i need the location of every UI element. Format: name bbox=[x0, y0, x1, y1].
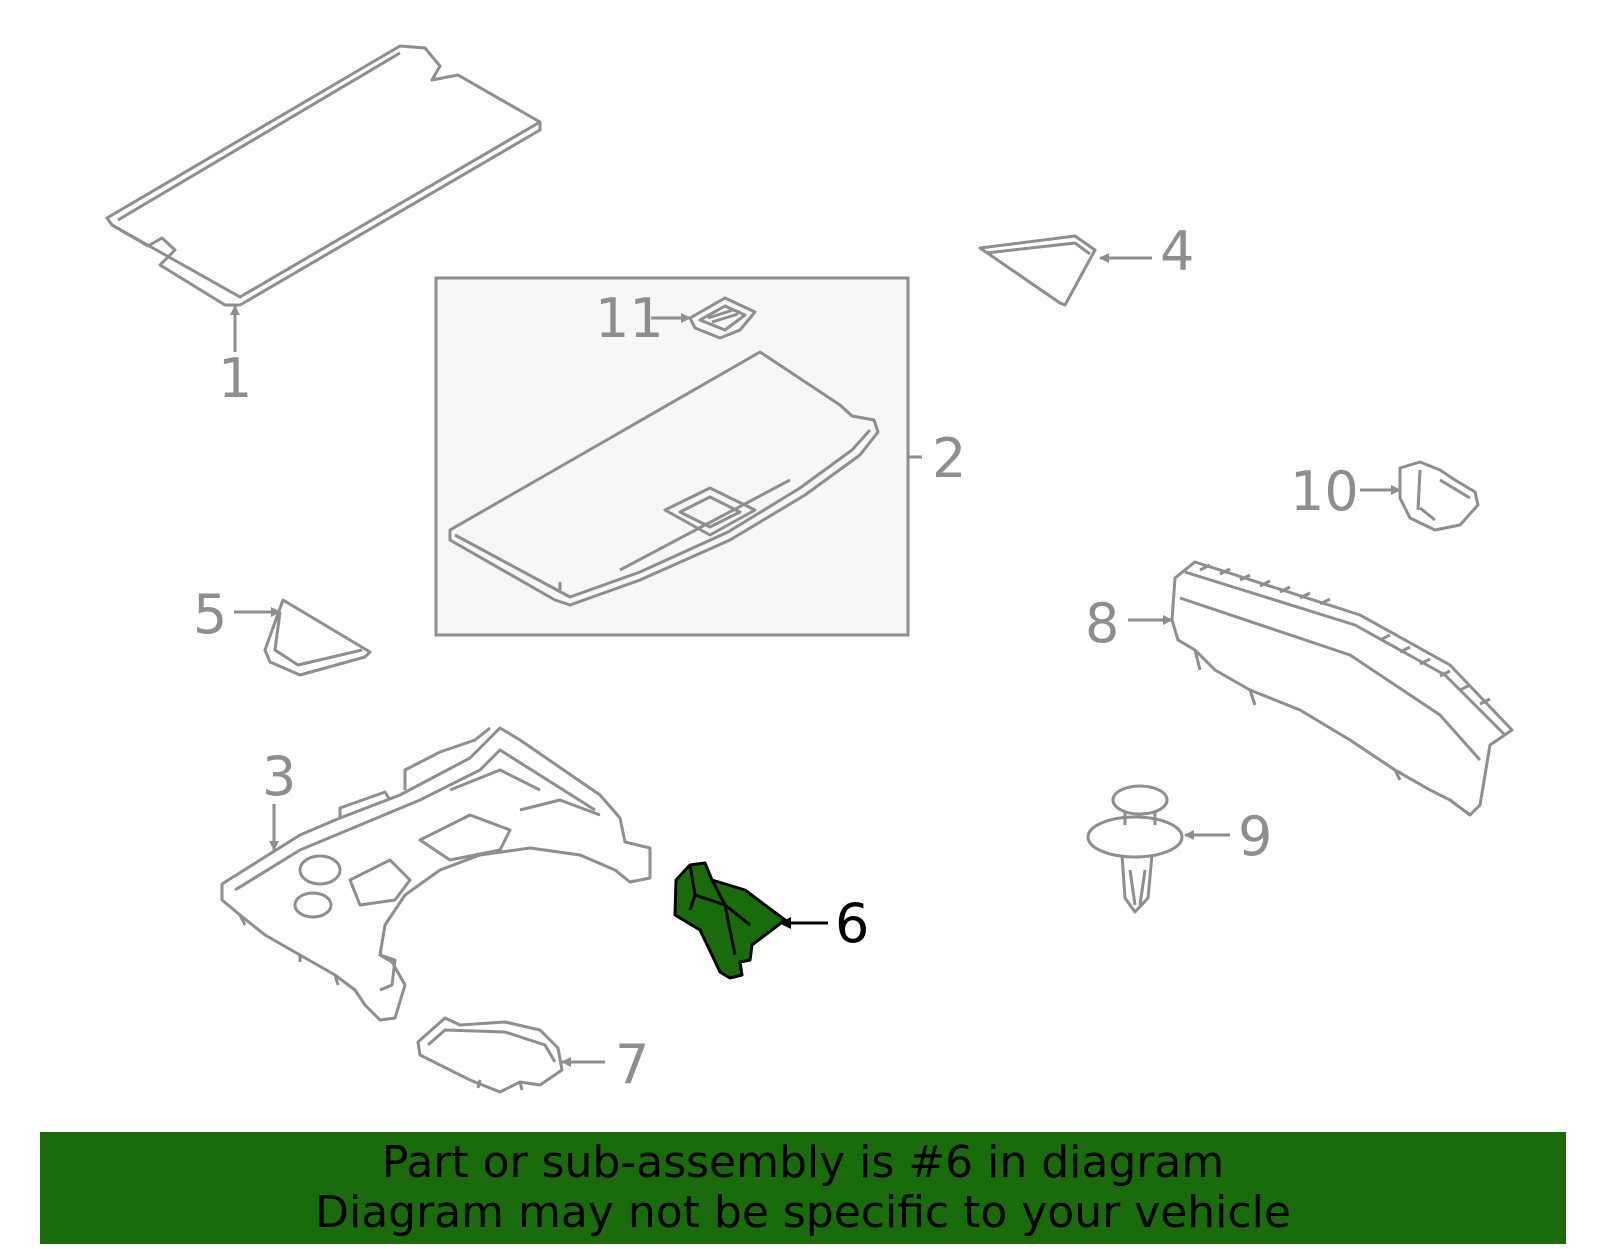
callout-8: 8 bbox=[1085, 592, 1120, 655]
part-1-floor-board bbox=[105, 44, 542, 307]
callout-2: 2 bbox=[932, 427, 967, 490]
part-7-bracket bbox=[416, 1016, 564, 1094]
part-9-push-clip bbox=[1086, 784, 1184, 914]
part-8-sill-plate bbox=[1170, 560, 1514, 817]
callout-11: 11 bbox=[595, 287, 664, 350]
banner-line-1: Part or sub-assembly is #6 in diagram bbox=[381, 1137, 1225, 1188]
callout-1: 1 bbox=[218, 347, 253, 410]
part-10-clip bbox=[1398, 460, 1480, 532]
part-2-cargo-cover bbox=[448, 350, 880, 607]
callout-3: 3 bbox=[262, 745, 297, 808]
assembly-2-inset-box bbox=[434, 276, 910, 637]
banner-line-2: Diagram may not be specific to your vehi… bbox=[315, 1187, 1291, 1238]
part-11-grille-clip bbox=[688, 296, 757, 340]
part-5-triangle-trim bbox=[263, 598, 372, 677]
callout-10: 10 bbox=[1290, 460, 1359, 523]
callout-9: 9 bbox=[1238, 805, 1273, 868]
callout-5: 5 bbox=[193, 583, 228, 646]
info-banner: Part or sub-assembly is #6 in diagram Di… bbox=[40, 1132, 1566, 1244]
part-4-triangle-trim bbox=[978, 234, 1097, 307]
callout-6: 6 bbox=[835, 892, 870, 955]
part-6-highlighted-bracket bbox=[673, 861, 787, 980]
callout-4: 4 bbox=[1160, 220, 1195, 283]
part-3-storage-tray bbox=[220, 726, 652, 1022]
callout-7: 7 bbox=[615, 1033, 650, 1096]
